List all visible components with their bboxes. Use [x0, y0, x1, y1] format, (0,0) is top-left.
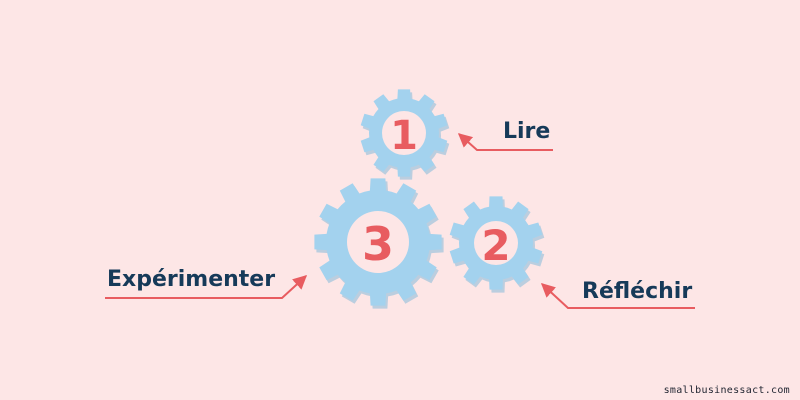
gear-1: 1 — [360, 89, 450, 180]
gear-hub — [382, 111, 426, 155]
gear-2: 2 — [449, 196, 545, 293]
gear-1-cog-icon — [360, 89, 450, 180]
gear-3-number: 3 — [362, 217, 394, 271]
gear-3-cog-icon — [314, 178, 444, 309]
arrow-reflect — [540, 283, 695, 309]
label-reflect: Réfléchir — [582, 279, 692, 304]
label-experiment: Expérimenter — [107, 267, 275, 292]
gear-hub — [474, 221, 518, 265]
gear-hub — [347, 211, 409, 273]
label-reflect-group: Réfléchir — [540, 279, 695, 309]
label-read: Lire — [503, 119, 550, 144]
gear-1-number: 1 — [390, 113, 418, 159]
credit-watermark: smallbusinessact.com — [663, 385, 790, 396]
gear-2-number: 2 — [481, 221, 510, 270]
label-read-group: Lire — [457, 119, 553, 151]
label-experiment-group: Expérimenter — [105, 267, 308, 299]
arrow-read — [457, 133, 553, 151]
arrow-experiment — [105, 275, 308, 299]
gear-2-cog-icon — [449, 196, 545, 293]
gear-3: 3 — [314, 178, 444, 309]
